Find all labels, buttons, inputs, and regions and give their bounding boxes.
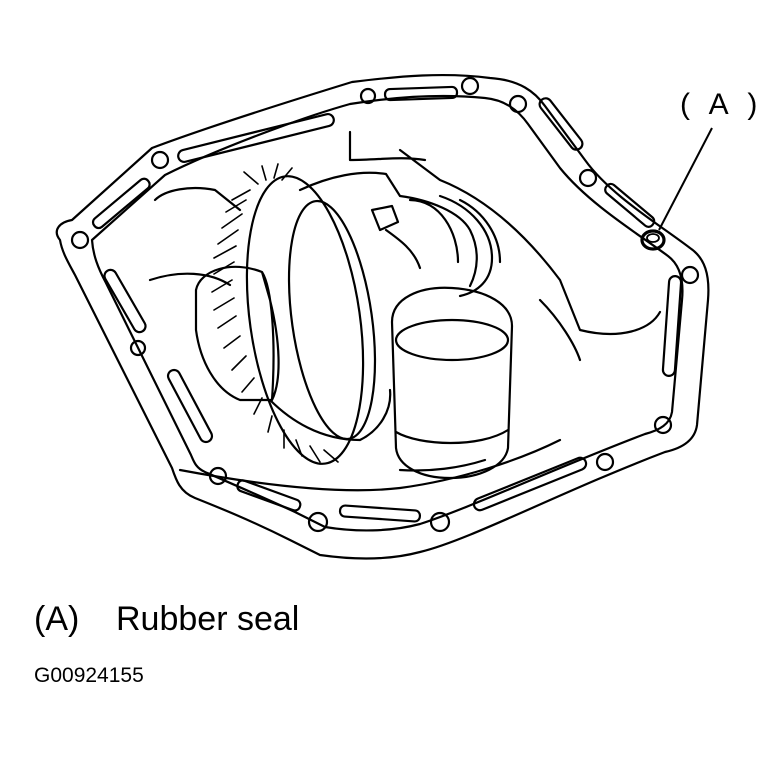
bolt-hole xyxy=(361,89,375,103)
side-bearing-bore xyxy=(396,320,508,360)
figure-id: G00924155 xyxy=(34,664,144,687)
rubber-seal xyxy=(642,231,664,249)
pinion-shaft xyxy=(196,267,279,400)
bolt-hole xyxy=(580,170,596,186)
bolt-hole xyxy=(510,96,526,112)
flange-slot xyxy=(166,368,214,444)
pinion-gear xyxy=(270,390,390,440)
flange-slot xyxy=(91,177,152,230)
bolt-hole xyxy=(682,267,698,283)
flange-slot xyxy=(102,268,147,335)
axle-flange xyxy=(440,196,500,296)
bolt-hole xyxy=(152,152,168,168)
flange-slot xyxy=(236,479,302,512)
bolt-hole xyxy=(462,78,478,94)
diff-carrier xyxy=(300,173,477,286)
flange-slot xyxy=(340,505,421,522)
flange-slot xyxy=(603,182,656,229)
bolt-hole xyxy=(131,341,145,355)
flange-slot xyxy=(663,276,682,377)
bolt-hole xyxy=(597,454,613,470)
flange-slot xyxy=(177,113,335,163)
side-bearing-sleeve xyxy=(392,288,512,478)
callout-leader-line xyxy=(659,128,712,230)
case-flange-outer xyxy=(57,75,709,558)
bolt-hole xyxy=(431,513,449,531)
housing-interior-wall xyxy=(150,132,660,360)
bolt-hole xyxy=(655,417,671,433)
side-bearing-lip xyxy=(396,430,508,443)
ring-gear-hub xyxy=(276,196,389,445)
flange-slot xyxy=(385,87,457,101)
legend-text: Rubber seal xyxy=(116,600,300,638)
callout-label-a: ( A ) xyxy=(680,88,764,121)
legend-key: (A) xyxy=(34,600,80,638)
bolt-hole xyxy=(72,232,88,248)
housing-floor xyxy=(180,440,560,490)
bolt-hole xyxy=(309,513,327,531)
legend: (A) Rubber seal xyxy=(34,600,299,639)
flange-slot xyxy=(472,456,588,512)
flange-slot xyxy=(537,96,585,152)
differential-case-illustration xyxy=(0,0,781,600)
